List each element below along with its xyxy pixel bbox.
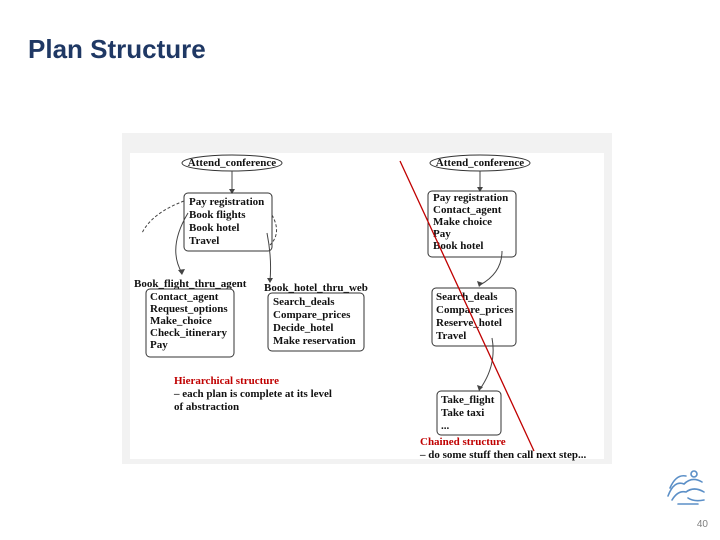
- right-plan-box: [427, 190, 517, 258]
- left-sub2-item: Make reservation: [273, 335, 356, 347]
- left-plan-item: Book flights: [189, 209, 246, 221]
- left-plan-box: [183, 192, 273, 252]
- right-plan-item: Contact_agent: [433, 204, 502, 216]
- right-step2-item: Compare_prices: [436, 304, 514, 316]
- right-step3-item: Take taxi: [441, 407, 484, 419]
- left-sub1-title: Book_flight_thru_agent: [134, 278, 247, 290]
- right-step3-item: Take_flight: [441, 394, 495, 406]
- right-plan-item: Pay: [433, 228, 451, 240]
- page-number: 40: [696, 519, 708, 530]
- right-caption-line: – do some stuff then call next step...: [419, 449, 586, 461]
- plan-structure-figure: Attend_conference Pay registration Book …: [122, 133, 612, 464]
- right-step2-item: Reserve_hotel: [436, 317, 502, 329]
- left-sub1-item: Contact_agent: [150, 291, 219, 303]
- right-caption-title: Chained structure: [420, 436, 506, 448]
- left-sub1-item: Check_itinerary: [150, 327, 227, 339]
- left-sub2-item: Search_deals: [273, 296, 335, 308]
- left-sub2-box: [267, 292, 365, 352]
- page-title: Plan Structure: [28, 34, 206, 64]
- university-logo-icon: [667, 470, 705, 505]
- left-sub2-title: Book_hotel_thru_web: [264, 282, 368, 294]
- left-sub1-item: Pay: [150, 339, 168, 351]
- right-step3-box: [436, 390, 502, 436]
- right-plan-item: Book hotel: [433, 240, 483, 252]
- right-step2-box: [431, 287, 517, 347]
- right-step3-item: ...: [441, 420, 450, 432]
- right-step2-item: Travel: [436, 330, 466, 342]
- right-plan-item: Make choice: [433, 216, 492, 228]
- right-root-label: Attend_conference: [436, 157, 524, 169]
- left-caption-line: of abstraction: [174, 401, 239, 413]
- left-plan-item: Travel: [189, 235, 219, 247]
- left-root-label: Attend_conference: [188, 157, 276, 169]
- left-caption-line: – each plan is complete at its level: [173, 388, 332, 400]
- plan-diagram: Attend_conference Pay registration Book …: [122, 133, 612, 464]
- left-plan-item: Pay registration: [189, 196, 264, 208]
- left-sub2-item: Compare_prices: [273, 309, 351, 321]
- left-sub1-item: Request_options: [150, 303, 228, 315]
- right-step2-item: Search_deals: [436, 291, 498, 303]
- right-plan-item: Pay registration: [433, 192, 508, 204]
- left-plan-item: Book hotel: [189, 222, 239, 234]
- left-caption-title: Hierarchical structure: [174, 375, 279, 387]
- left-sub2-item: Decide_hotel: [273, 322, 333, 334]
- divider-line: [399, 160, 535, 452]
- left-sub1-item: Make_choice: [150, 315, 212, 327]
- left-sub1-box: [145, 288, 235, 358]
